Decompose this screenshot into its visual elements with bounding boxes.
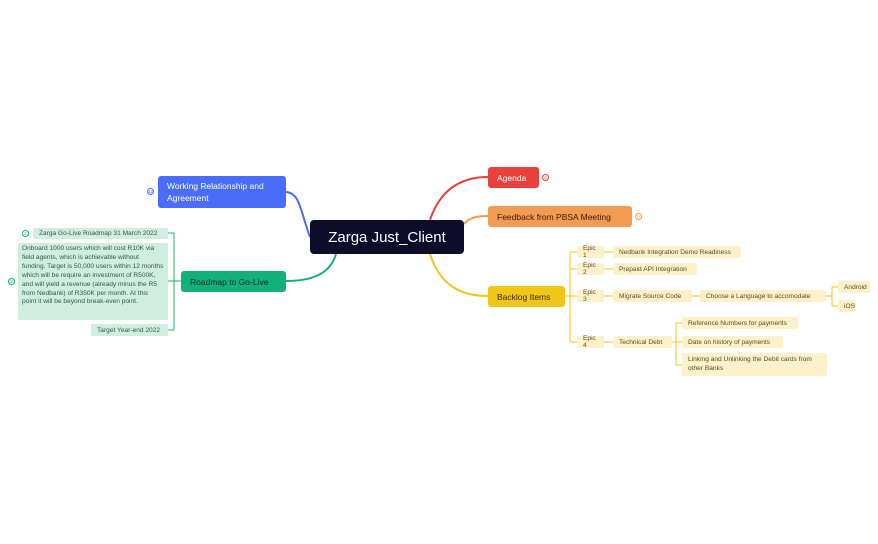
epic-4-item[interactable]: Technical Debt	[613, 336, 672, 348]
roadmap-target-item[interactable]: Target Year-end 2022	[91, 324, 168, 336]
link-epics	[565, 251, 577, 343]
link-backlog	[429, 253, 489, 297]
topic-label: Feedback from PBSA Meeting	[497, 211, 611, 222]
epic-3[interactable]: Epic 3	[577, 289, 604, 303]
epic-2-item[interactable]: Prepaid API Integration	[613, 263, 697, 275]
topic-roadmap[interactable]: Roadmap to Go-Live	[181, 271, 286, 292]
epic-4-linking[interactable]: Linking and Unlinking the Debit cards fr…	[682, 353, 827, 376]
topic-backlog[interactable]: Backlog Items	[488, 286, 565, 307]
epic-4[interactable]: Epic 4	[577, 335, 604, 349]
epic-1-item[interactable]: Nedbank Integration Demo Readiness	[613, 246, 741, 258]
link-epic-items	[604, 251, 613, 343]
topic-working-relationship[interactable]: Working Relationship and Agreement	[158, 176, 286, 208]
epic-3-subitem[interactable]: Choose a Language to accomodate	[700, 290, 826, 302]
topic-feedback[interactable]: Feedback from PBSA Meeting	[488, 206, 632, 227]
epic-3-item[interactable]: Migrate Source Code	[613, 290, 692, 302]
roadmap-go-live-item[interactable]: Zarga Go-Live Roadmap 31 March 2022	[33, 228, 168, 239]
collapse-badge[interactable]: 12	[147, 188, 154, 195]
link-agenda	[429, 176, 489, 221]
collapse-badge[interactable]: 4	[542, 174, 549, 181]
topic-label: Roadmap to Go-Live	[190, 276, 269, 287]
item-label: Zarga Go-Live Roadmap 31 March 2022	[39, 230, 158, 237]
root-title: Zarga Just_Client	[328, 228, 446, 246]
roadmap-onboard-note[interactable]: Onboard 1000 users which will cost R10K …	[18, 243, 168, 320]
link-working	[285, 191, 311, 238]
topic-label: Agenda	[497, 172, 527, 183]
link-roadmap-items	[168, 232, 181, 331]
topic-agenda[interactable]: Agenda	[488, 167, 539, 188]
epic-3-ios[interactable]: iOS	[838, 300, 856, 312]
epic-3-android[interactable]: Android	[838, 281, 870, 293]
epic-4-reference[interactable]: Reference Numbers for payments	[682, 317, 798, 329]
epic-2[interactable]: Epic 2	[577, 262, 604, 276]
item-label: Target Year-end 2022	[97, 326, 161, 334]
link-feedback	[463, 215, 489, 225]
note-text: Onboard 1000 users which will cost R10K …	[22, 245, 164, 306]
collapse-badge[interactable]: 2	[22, 230, 29, 237]
link-epic4-sub	[672, 322, 682, 366]
epic-4-date[interactable]: Date on history of payments	[682, 336, 783, 348]
collapse-badge[interactable]: 3	[8, 278, 15, 285]
collapse-badge[interactable]: 6	[635, 213, 642, 220]
root-topic[interactable]: Zarga Just_Client	[310, 220, 464, 254]
link-roadmap	[285, 253, 337, 282]
epic-1[interactable]: Epic 1	[577, 245, 604, 259]
link-lang	[826, 286, 838, 307]
topic-label: Backlog Items	[497, 291, 551, 302]
topic-label: Working Relationship and Agreement	[167, 181, 264, 203]
